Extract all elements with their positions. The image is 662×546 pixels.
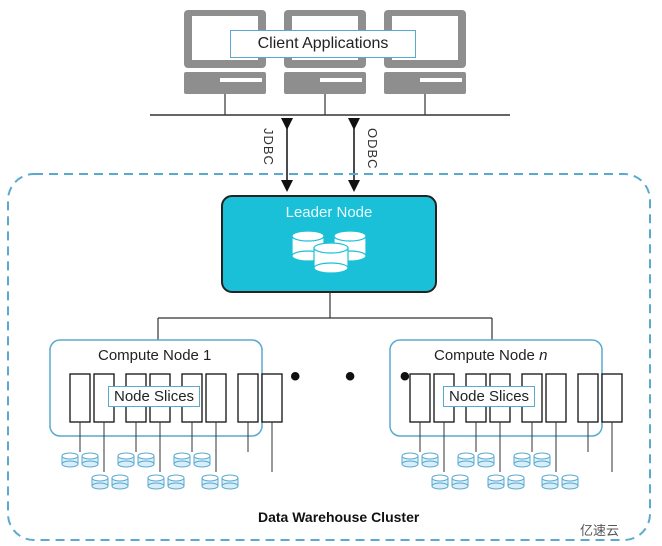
compute-node-n-title: Compute Node n: [434, 347, 547, 364]
disk-bottom: [91, 482, 109, 490]
slice-rect: [69, 373, 91, 423]
node-slices-right: [409, 373, 623, 423]
disk-top: [421, 452, 439, 460]
disk-bottom: [421, 460, 439, 468]
slice-rect: [601, 373, 623, 423]
disk-top: [173, 452, 191, 460]
disk-storage: [61, 422, 613, 490]
disk-top: [137, 452, 155, 460]
disk-bottom: [451, 482, 469, 490]
slice-rect: [261, 373, 283, 423]
compute-node-n-var: n: [539, 347, 548, 364]
slice-rect: [205, 373, 227, 423]
slice-rect: [545, 373, 567, 423]
client-applications-label: Client Applications: [230, 30, 416, 58]
compute-node-1-title: Compute Node 1: [98, 347, 212, 364]
disk-top: [507, 474, 525, 482]
ellipsis-dots: • • •: [290, 360, 429, 393]
disk-bottom: [457, 460, 475, 468]
disk-top: [111, 474, 129, 482]
disk-top: [201, 474, 219, 482]
disk-top: [513, 452, 531, 460]
disk-bottom: [147, 482, 165, 490]
disk-top: [117, 452, 135, 460]
watermark: 亿速云: [580, 523, 620, 538]
compute-node-n-prefix: Compute Node: [434, 347, 540, 364]
disk-top: [477, 452, 495, 460]
node-slices-label-right: Node Slices: [443, 386, 536, 407]
disk-bottom: [507, 482, 525, 490]
disk-bottom: [431, 482, 449, 490]
disk-top: [541, 474, 559, 482]
disk-bottom: [173, 460, 191, 468]
disk-bottom: [401, 460, 419, 468]
disk-top: [221, 474, 239, 482]
database-icon: [291, 230, 367, 274]
disk-top: [147, 474, 165, 482]
cluster-border: [7, 173, 651, 541]
disk-top: [487, 474, 505, 482]
disk-bottom: [117, 460, 135, 468]
disk-bottom: [541, 482, 559, 490]
slice-rect: [237, 373, 259, 423]
disk-bottom: [61, 460, 79, 468]
disk-bottom: [561, 482, 579, 490]
disk-top: [81, 452, 99, 460]
disk-top: [61, 452, 79, 460]
disk-bottom: [193, 460, 211, 468]
jdbc-label: JDBC: [261, 128, 276, 166]
leader-node-title: Leader Node: [285, 204, 373, 221]
disk-bottom: [487, 482, 505, 490]
disk-top: [91, 474, 109, 482]
disk-top: [533, 452, 551, 460]
cluster-title: Data Warehouse Cluster: [258, 509, 420, 525]
disk-top: [193, 452, 211, 460]
disk-top: [167, 474, 185, 482]
disk-top: [401, 452, 419, 460]
disk-bottom: [513, 460, 531, 468]
disk-bottom: [221, 482, 239, 490]
disk-bottom: [477, 460, 495, 468]
disk-bottom: [137, 460, 155, 468]
disk-bottom: [533, 460, 551, 468]
disk-bottom: [81, 460, 99, 468]
disk-top: [451, 474, 469, 482]
disk-bottom: [167, 482, 185, 490]
disk-bottom: [201, 482, 219, 490]
node-slices-label-left: Node Slices: [108, 386, 201, 407]
odbc-label: ODBC: [365, 128, 380, 170]
disk-top: [431, 474, 449, 482]
disk-top: [561, 474, 579, 482]
slice-rect: [577, 373, 599, 423]
disk-bottom: [111, 482, 129, 490]
disk-top: [457, 452, 475, 460]
